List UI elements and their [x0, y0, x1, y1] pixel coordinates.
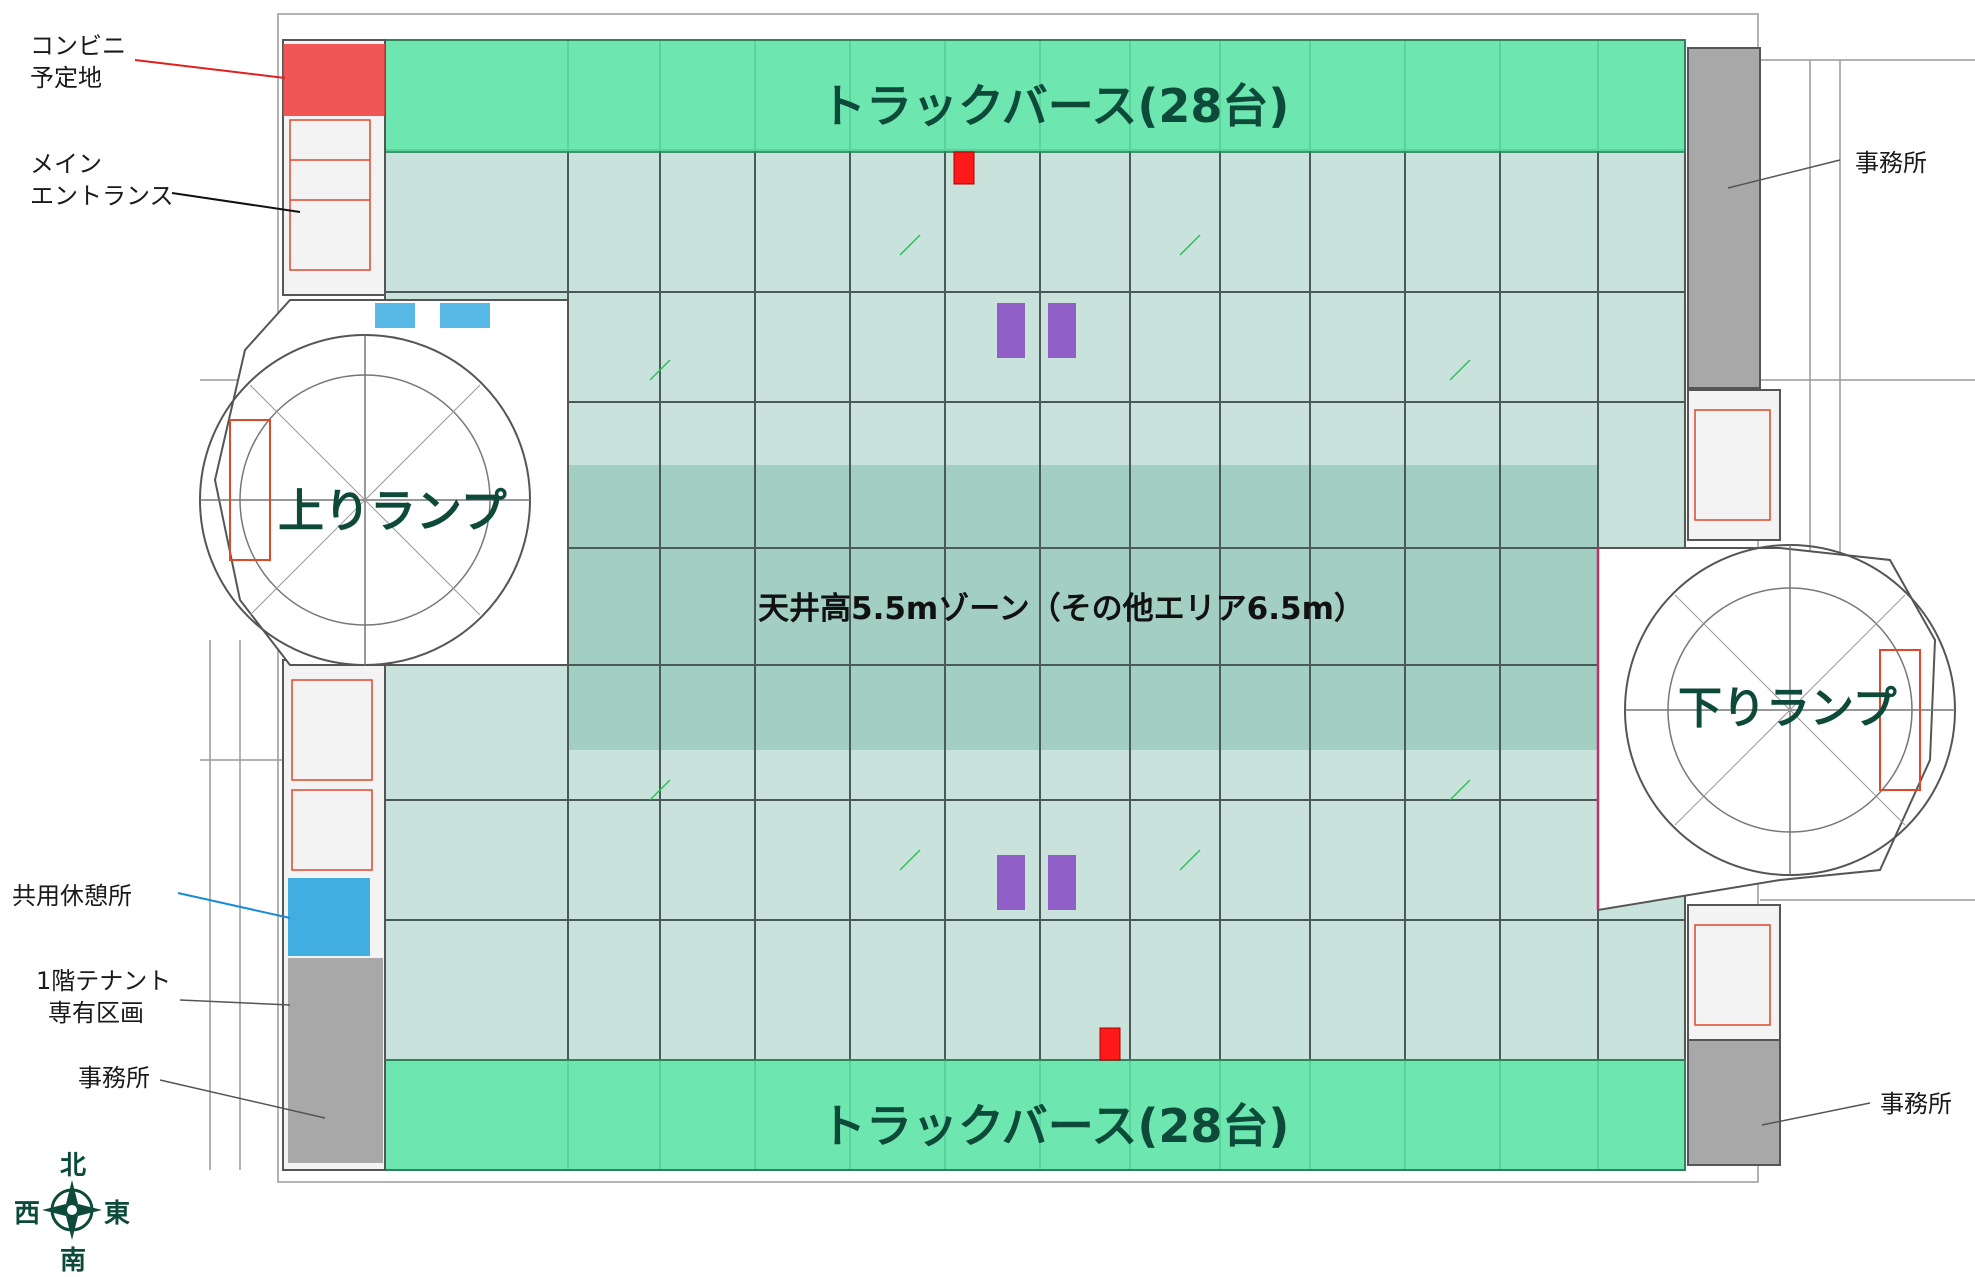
convenience-label-line2: 予定地 — [30, 64, 102, 92]
main-entrance-label-line2: エントランス — [30, 182, 174, 210]
marker-purple-2 — [1048, 303, 1076, 358]
leader-office-top-right — [1727, 159, 1841, 189]
leader-office-bottom-right — [1761, 1102, 1871, 1126]
shared-lounge-label: 共用休憩所 — [12, 882, 132, 910]
ramp-down-structure — [1596, 544, 1956, 912]
office-top-right-label: 事務所 — [1855, 149, 1927, 177]
ceiling-zone-band — [568, 465, 1598, 750]
compass-north: 北 — [60, 1151, 87, 1181]
office-bottom-right-label: 事務所 — [1880, 1090, 1952, 1118]
office-bottom-left-area — [288, 958, 383, 1163]
compass-west: 西 — [14, 1199, 41, 1229]
marker-red-bottom — [1099, 1027, 1121, 1061]
east-annex-mid — [1687, 389, 1781, 541]
convenience-store-site — [283, 44, 385, 116]
truck-berth-top-label: トラックバース(28台) — [820, 79, 1290, 133]
ceiling-zone-label: 天井高5.5mゾーン（その他エリア6.5m） — [758, 591, 1365, 627]
main-entrance-label-line1: メイン — [30, 150, 102, 178]
office-bottom-left-label: 事務所 — [78, 1064, 150, 1092]
compass-south: 南 — [60, 1246, 87, 1276]
leader-convenience — [134, 59, 286, 79]
ramp-up-label: 上りランプ — [278, 484, 507, 538]
marker-purple-3 — [997, 855, 1025, 910]
compass-east: 東 — [104, 1199, 131, 1229]
east-annex-low — [1687, 904, 1781, 1041]
office-top-right-area — [1687, 47, 1761, 389]
marker-purple-1 — [997, 303, 1025, 358]
compass-rose-icon — [42, 1180, 102, 1240]
truck-berth-bottom-label: トラックバース(28台) — [820, 1099, 1290, 1153]
equipment-detail-lines — [289, 119, 1771, 1026]
ramp-down-label: 下りランプ — [1678, 683, 1897, 734]
marker-red-top — [953, 151, 975, 185]
truck-berth-bottom-area — [384, 1059, 1686, 1171]
dimension-ticks — [649, 234, 1471, 871]
shared-lounge-area — [288, 878, 370, 956]
leader-main-entrance — [171, 192, 301, 213]
ramp-up-structure — [199, 299, 569, 666]
marker-purple-4 — [1048, 855, 1076, 910]
tenant-label-line1: 1階テナント — [36, 967, 172, 995]
leader-shared-lounge — [177, 892, 291, 919]
office-bottom-right-area — [1687, 1039, 1781, 1166]
tenant-label-line2: 専有区画 — [48, 999, 144, 1027]
leader-office-bottom-left — [159, 1079, 326, 1119]
convenience-label-line1: コンビニ — [30, 32, 126, 60]
leader-tenant — [179, 999, 291, 1006]
